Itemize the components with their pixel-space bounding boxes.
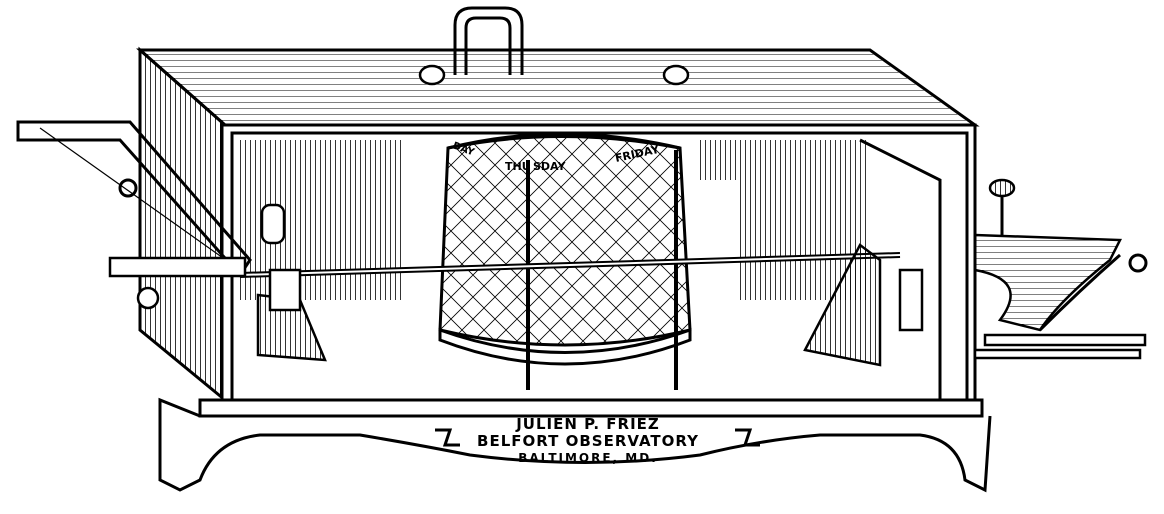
left-lever-assembly [16, 120, 327, 362]
lid-knob-right [662, 64, 690, 86]
carry-handle [453, 6, 524, 75]
case-base [158, 397, 992, 493]
adjustment-knob [988, 178, 1016, 198]
lid-knob-left [418, 64, 446, 86]
base-clip-left [435, 428, 460, 447]
plaque-location: BALTIMORE, MD. [518, 451, 658, 465]
chart-drum: DAY THU SDAY FRIDAY [438, 132, 692, 390]
base-clip-right [735, 428, 760, 447]
plaque-observatory: BELFORT OBSERVATORY [477, 432, 699, 450]
drum-label-sday: SDAY [533, 160, 567, 173]
case-lid [136, 48, 980, 127]
maker-plaque: JULIEN P. FRIEZ BELFORT OBSERVATORY BALT… [435, 415, 760, 465]
right-lever-assembly [803, 138, 1148, 400]
drum-label-thu: THU [505, 160, 531, 173]
plaque-maker: JULIEN P. FRIEZ [515, 415, 660, 433]
